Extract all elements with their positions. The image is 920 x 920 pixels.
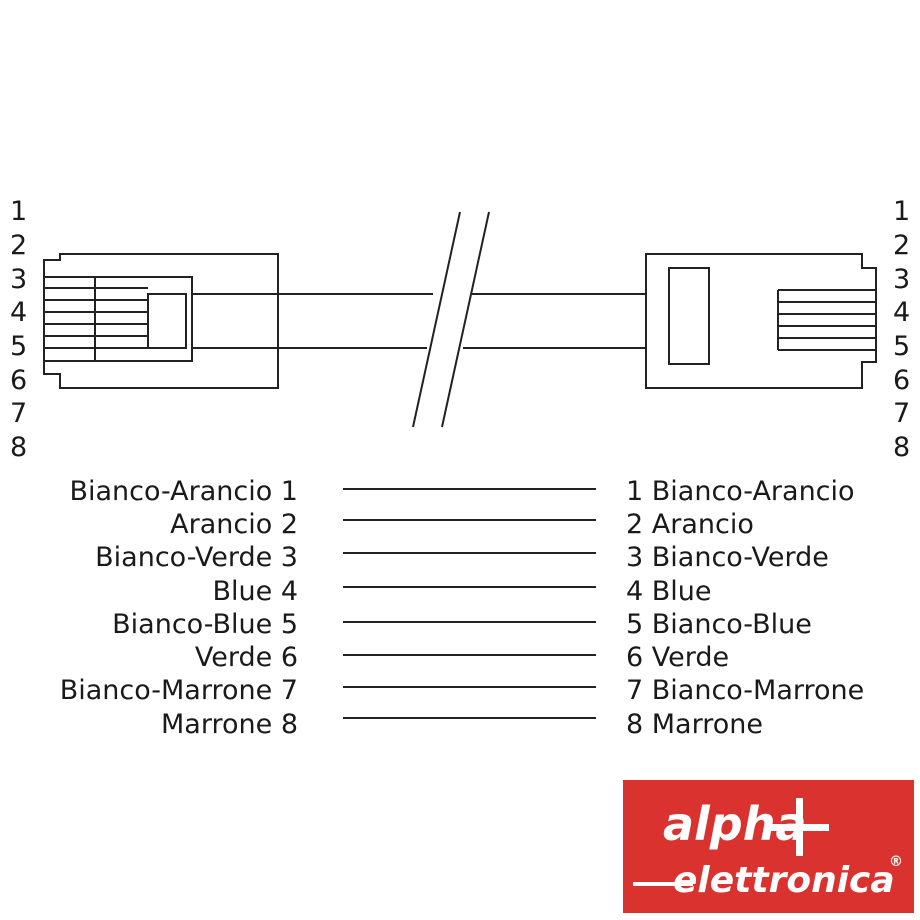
right-pin-3: 3 [893, 264, 911, 295]
logo-background [623, 780, 914, 913]
wire-line [343, 488, 596, 490]
left-pin-4: 4 [10, 297, 28, 328]
wire-line [343, 519, 596, 521]
left-pin-1: 1 [10, 196, 28, 227]
wire-line [343, 654, 596, 656]
right-pin-1: 1 [893, 196, 911, 227]
cable-diagram [43, 211, 877, 428]
wire-line [343, 717, 596, 719]
wire-label-left: Marrone 8 [161, 709, 298, 740]
left-plug-contact-block [43, 276, 193, 362]
wire-label-right: 8 Marrone [626, 709, 763, 740]
left-pin-8: 8 [10, 432, 28, 463]
right-pin-4: 4 [893, 297, 911, 328]
wire-label-left: Blue 4 [212, 576, 298, 607]
wire-label-right: 3 Bianco-Verde [626, 542, 829, 573]
wire-label-right: 2 Arancio [626, 509, 754, 540]
wire-line [343, 586, 596, 588]
wire-label-left: Bianco-Verde 3 [95, 542, 298, 573]
wire-label-right: 1 Bianco-Arancio [626, 476, 855, 507]
wire-label-left: Arancio 2 [170, 509, 298, 540]
wire-label-right: 6 Verde [626, 642, 730, 673]
cable-break-mark [441, 211, 490, 428]
registered-mark: ® [889, 854, 903, 870]
left-pin-3: 3 [10, 264, 28, 295]
right-plug-body [645, 253, 877, 389]
left-pin-7: 7 [10, 398, 28, 429]
right-pin-5: 5 [893, 331, 911, 362]
right-pin-7: 7 [893, 398, 911, 429]
wire-label-left: Verde 6 [194, 642, 298, 673]
left-pin-5: 5 [10, 331, 28, 362]
wire-label-left: Bianco-Arancio 1 [69, 476, 298, 507]
wire-label-right: 7 Bianco-Marrone [626, 675, 865, 706]
wire-label-left: Bianco-Blue 5 [112, 609, 298, 640]
wire-label-right: 4 Blue [626, 576, 712, 607]
alpha-elettronica-logo: alpha elettronica ® [623, 780, 914, 913]
wire-label-right: 5 Bianco-Blue [626, 609, 812, 640]
wire-line [343, 552, 596, 554]
left-plug-latch [147, 293, 187, 349]
wire-label-left: Bianco-Marrone 7 [59, 675, 298, 706]
wire-line [343, 686, 596, 688]
right-plug-latch [668, 267, 710, 365]
wire-line [343, 621, 596, 623]
logo-text-line2: elettronica [673, 860, 895, 901]
right-pin-6: 6 [893, 365, 911, 396]
left-pin-2: 2 [10, 230, 28, 261]
left-plug-body [43, 253, 279, 389]
right-pin-8: 8 [893, 432, 911, 463]
left-pin-6: 6 [10, 365, 28, 396]
right-pin-2: 2 [893, 230, 911, 261]
cable-break-mark [412, 211, 461, 428]
